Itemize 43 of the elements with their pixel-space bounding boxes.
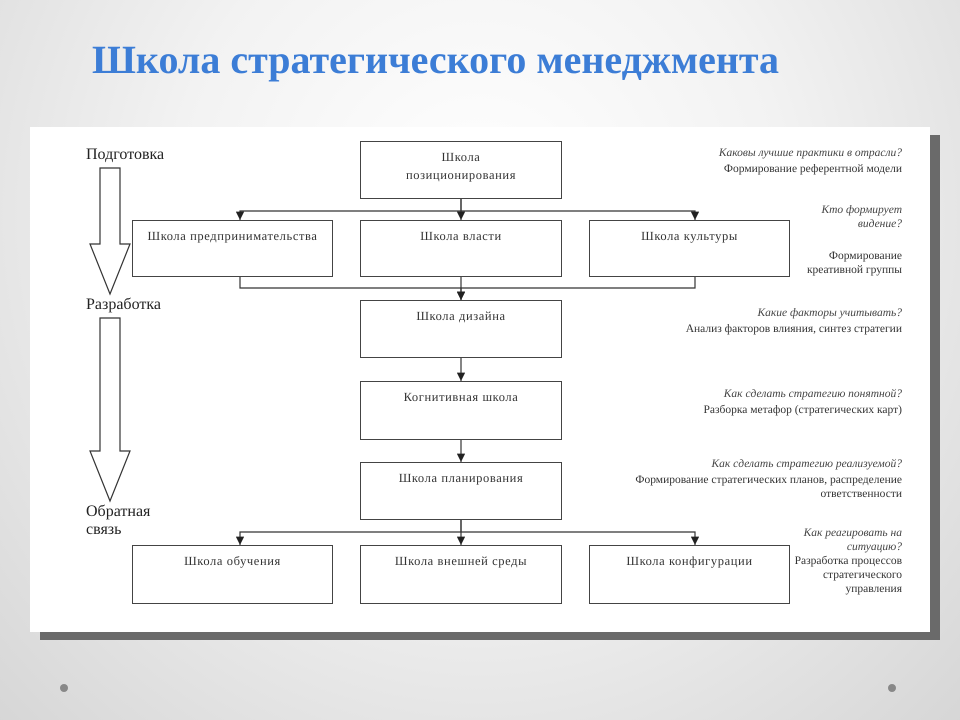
process-box [360,462,562,520]
question-text: Кто формирует видение? [820,203,902,231]
arrow [456,277,696,300]
answer-text: Разработка процессов стратегического управления [794,554,902,596]
box-label: Когнитивная школа [404,389,518,406]
process-box [589,220,790,277]
question-text: Как реагировать на ситуацию? [802,526,902,554]
process-box [589,545,790,604]
arrow [456,440,466,462]
process-box [132,545,333,604]
answer-text: Формирование стратегических планов, распределение ответственности [634,473,902,501]
answer-text: Разборка метафор (стратегических карт) [702,403,902,417]
answer-text: Анализ факторов влияния, синтез стратегии [684,322,902,336]
block-arrow [89,317,131,503]
answer-text: Формирование референтной модели [722,162,902,176]
process-box [360,220,562,277]
question-text: Какие факторы учитывать? [756,306,902,320]
box-label: Школа внешней среды [394,553,528,570]
question-text: Как сделать стратегию понятной? [722,387,902,401]
box-label: Школа предпринимательства [147,228,318,245]
box-label: Школа планирования [398,470,524,487]
box-label: Школа конфигурации [626,553,753,570]
question-text: Каковы лучшие практики в отрасли? [718,146,902,160]
phase-label: Разработка [86,296,161,314]
box-label: Школа обучения [184,553,281,570]
arrow [460,520,700,545]
process-box [360,141,562,199]
arrow [460,199,700,220]
process-box [360,545,562,604]
box-label: Школа культуры [641,228,738,245]
box-label: Школа позиционирования [404,149,518,184]
answer-text: Формирование креативной группы [806,249,902,277]
block-arrow [89,167,131,296]
slide-title: Школа стратегического менеджмента [92,36,780,83]
arrow [456,358,466,381]
box-label: Школа власти [420,228,502,245]
phase-label: Обратная связь [86,503,152,539]
box-label: Школа дизайна [416,308,506,325]
process-box [360,381,562,440]
question-text: Как сделать стратегию реализуемой? [710,457,902,471]
process-box [360,300,562,358]
phase-label: Подготовка [86,146,164,164]
process-box [132,220,333,277]
